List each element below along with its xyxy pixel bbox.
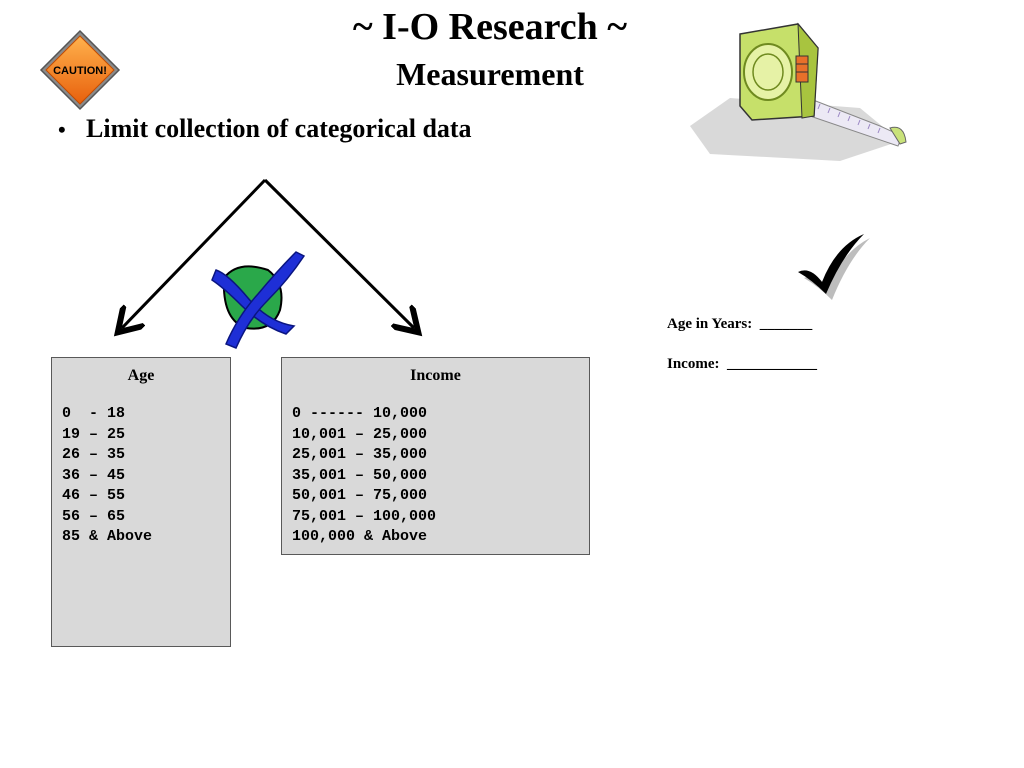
age-category-list: 0 - 18 19 – 25 26 – 35 36 – 45 46 – 55 5…: [52, 404, 230, 548]
age-categories-box: Age 0 - 18 19 – 25 26 – 35 36 – 45 46 – …: [51, 357, 231, 647]
tape-measure-icon: [690, 22, 907, 161]
slide-title: ~ I-O Research ~: [352, 6, 628, 48]
age-category-item: 46 – 55: [62, 487, 126, 504]
income-categories-box: Income 0 ------ 10,000 10,001 – 25,000 2…: [281, 357, 590, 555]
age-category-item: 85 & Above: [62, 528, 153, 545]
left-arrow: [122, 178, 267, 328]
bullet-item: • Limit collection of categorical data: [58, 112, 472, 147]
income-field-row: Income: ____________: [667, 354, 817, 374]
income-field-blank: ____________: [727, 356, 817, 372]
income-box-title: Income: [410, 367, 461, 384]
bullet-icon: •: [58, 117, 66, 142]
income-category-item: 25,001 – 35,000: [292, 446, 428, 463]
income-category-list: 0 ------ 10,000 10,001 – 25,000 25,001 –…: [282, 404, 589, 548]
income-field-label: Income:: [667, 356, 720, 372]
income-category-item: 35,001 – 50,000: [292, 466, 428, 484]
age-field-blank: _______: [759, 316, 813, 332]
age-category-item: 19 – 25: [62, 425, 126, 443]
age-category-item: 36 – 45: [62, 466, 126, 484]
income-category-item: 0 ------ 10,000: [292, 405, 428, 422]
right-arrow: [263, 178, 414, 328]
income-category-item: 50,001 – 75,000: [292, 487, 428, 504]
bullet-text: Limit collection of categorical data: [86, 114, 472, 143]
income-category-item: 10,001 – 25,000: [292, 425, 428, 443]
open-ended-form: Age in Years: _______ Income: __________…: [667, 314, 817, 374]
branch-arrows: [100, 178, 430, 345]
age-category-item: 0 - 18: [62, 405, 126, 422]
correct-check-icon: [798, 234, 870, 300]
age-category-item: 56 – 65: [62, 507, 126, 525]
income-category-item: 100,000 & Above: [292, 528, 428, 545]
wrong-x-icon: [211, 251, 306, 349]
age-field-row: Age in Years: _______: [667, 314, 817, 334]
slide-subtitle: Measurement: [396, 56, 584, 92]
caution-sign-icon: CAUTION!: [39, 29, 121, 111]
age-category-item: 26 – 35: [62, 446, 126, 463]
caution-sign-text: CAUTION!: [53, 65, 107, 77]
age-field-label: Age in Years:: [667, 316, 753, 332]
age-box-title: Age: [127, 367, 155, 384]
income-category-item: 75,001 – 100,000: [292, 507, 437, 525]
